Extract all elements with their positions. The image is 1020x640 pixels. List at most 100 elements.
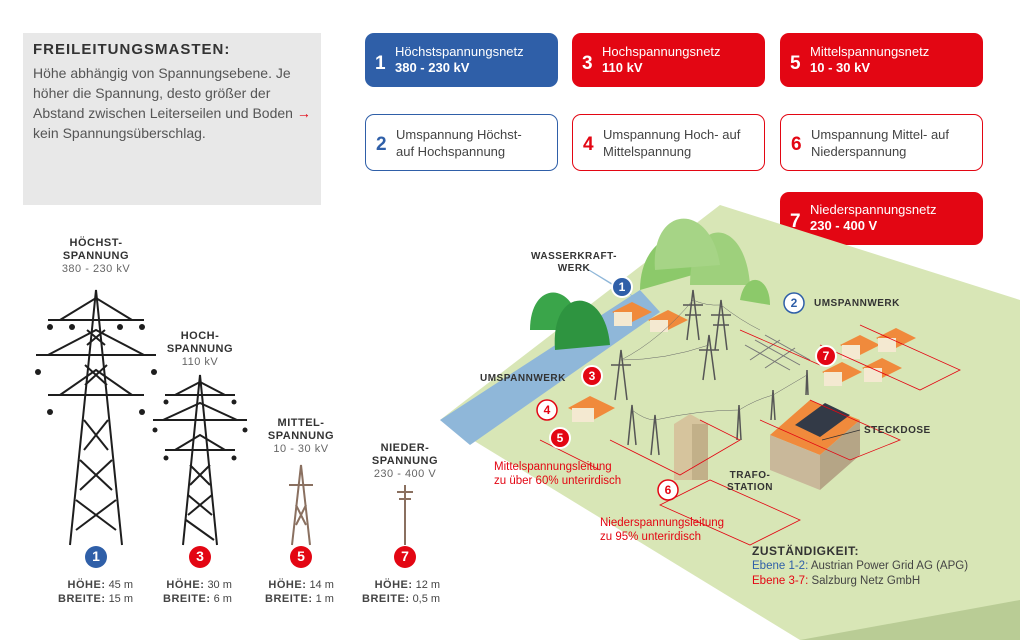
ground-edge [800,600,1020,640]
map-marker-num: 2 [790,296,798,310]
label-line: Mittelspannungsleitung [494,461,612,473]
level-line2: 230 - 400 V [810,218,878,233]
houses [568,302,916,490]
info-text: Höhe abhängig von Spannungsebene. Je höh… [33,63,313,143]
tower-name: SPANNUNG [267,430,335,442]
label-umspannwerk-left: UMSPANNWERK [480,373,566,384]
label-umspannwerk-top: UMSPANNWERK [814,298,900,309]
dim-value: 14 m [309,579,334,591]
level-line1: Niederspannungsnetz [810,202,937,217]
level-box-2: 2 Umspannung Höchst- auf Hochspannung [365,114,558,171]
ebene-1-2-label: Ebene 1-2: [752,560,809,572]
map-marker-num: 5 [556,431,564,445]
tower-name: SPANNUNG [371,455,439,467]
info-box: FREILEITUNGSMASTEN: Höhe abhängig von Sp… [23,33,321,205]
map-marker-7 [815,345,837,367]
tower-dims-7: HÖHE: 12 m BREITE: 0,5 m [362,578,440,606]
level-number: 7 [790,211,801,232]
tower-marker-7 [394,546,416,568]
tower-dims-3: HÖHE: 30 m BREITE: 6 m [163,578,232,606]
label-line: zu über 60% unterirdisch [494,475,622,487]
level-line1: Hochspannungsnetz [602,44,721,59]
level-number: 2 [376,134,387,155]
level-line2: Mittelspannung [603,144,692,159]
tower-number: 3 [196,548,204,564]
hills [530,218,770,350]
tower-voltage: 110 kV [181,356,219,368]
level-box-6: 6 Umspannung Mittel- auf Niederspannung [780,114,983,171]
label-niederspannungsleitung: Niederspannungsleitung zu 95% unterirdis… [600,516,724,544]
level-line2: 380 - 230 kV [395,60,470,75]
dim-label: BREITE: [163,593,211,605]
level-line1: Umspannung Hoch- auf [603,127,741,142]
dim-value: 0,5 m [412,593,441,605]
dim-label: HÖHE: [166,579,205,591]
dim-value: 6 m [213,593,232,605]
zustaendigkeit-title: ZUSTÄNDIGKEIT: [752,544,859,558]
label-line: zu 95% unterirdisch [600,531,701,543]
map-marker-num: 6 [664,483,672,497]
tower-name: SPANNUNG [166,343,234,355]
info-title: FREILEITUNGSMASTEN: [33,41,231,58]
tower-marker-1 [85,546,107,568]
tower-name: SPANNUNG [62,250,130,262]
tower-dims-1: HÖHE: 45 m BREITE: 15 m [58,578,133,606]
info-tail: kein Spannungsüberschlag. [33,125,206,141]
level-box-4: 4 Umspannung Hoch- auf Mittelspannung [572,114,765,171]
label-line: Niederspannungsleitung [600,517,725,529]
level-box-3: 3 Hochspannungsnetz 110 kV [572,33,765,87]
tower-niederspannung [397,485,413,545]
map-marker-num: 7 [822,349,830,363]
map-marker-4 [536,399,558,421]
ebene-3-7-text: Salzburg Netz GmbH [811,575,921,587]
tower-label-hoechst: HÖCHST- SPANNUNG 380 - 230 kV [46,237,146,276]
tower-marker-5 [290,546,312,568]
tower-number: 7 [401,548,409,564]
level-line2: 110 kV [602,60,643,75]
dim-label: HÖHE: [268,579,307,591]
tower-voltage: 380 - 230 kV [61,263,131,275]
tower-name: NIEDER- [380,442,430,454]
tower-dims-5: HÖHE: 14 m BREITE: 1 m [265,578,334,606]
ebene-3-7-label: Ebene 3-7: [752,575,809,587]
tower-name: MITTEL- [277,417,325,429]
tower-hoechstspannung [36,289,156,546]
dim-label: HÖHE: [374,579,413,591]
dim-label: BREITE: [362,593,410,605]
label-line: WASSERKRAFT- [531,251,617,262]
level-line2: Niederspannung [811,144,907,159]
tower-number: 1 [92,548,100,564]
dim-value: 30 m [207,579,232,591]
map-marker-6 [657,479,679,501]
label-steckdose: STECKDOSE [864,425,931,436]
level-line1: Umspannung Mittel- auf [811,127,950,142]
map-marker-5 [549,427,571,449]
substation [744,334,811,371]
level-number: 5 [790,53,801,74]
tower-number: 5 [297,548,305,564]
tower-name: HÖCHST- [69,237,123,249]
zustaendigkeit-block: ZUSTÄNDIGKEIT: Ebene 1-2: Austrian Power… [752,544,968,589]
dim-value: 1 m [315,593,334,605]
tower-mittelspannung [289,464,313,546]
tower-name: HOCH- [180,330,220,342]
dim-value: 45 m [108,579,134,591]
insulators-hoechst [35,324,157,415]
label-line: STATION [727,482,773,493]
map-marker-num: 1 [618,280,626,294]
dim-value: 12 m [415,579,441,591]
label-wasserkraftwerk: WASSERKRAFT- WERK [528,251,620,275]
level-line1: Umspannung Höchst- [396,127,522,142]
dim-value: 15 m [108,593,134,605]
level-number: 4 [583,134,594,155]
level-line2: 10 - 30 kV [810,60,870,75]
map-marker-num: 3 [588,369,596,383]
level-line1: Mittelspannungsnetz [810,44,930,59]
info-body: Höhe abhängig von Spannungsebene. Je höh… [33,65,293,121]
tower-voltage: 10 - 30 kV [273,443,329,455]
dim-label: HÖHE: [67,579,106,591]
overhead-wires [620,299,808,421]
tower-voltage: 230 - 400 V [373,468,437,480]
